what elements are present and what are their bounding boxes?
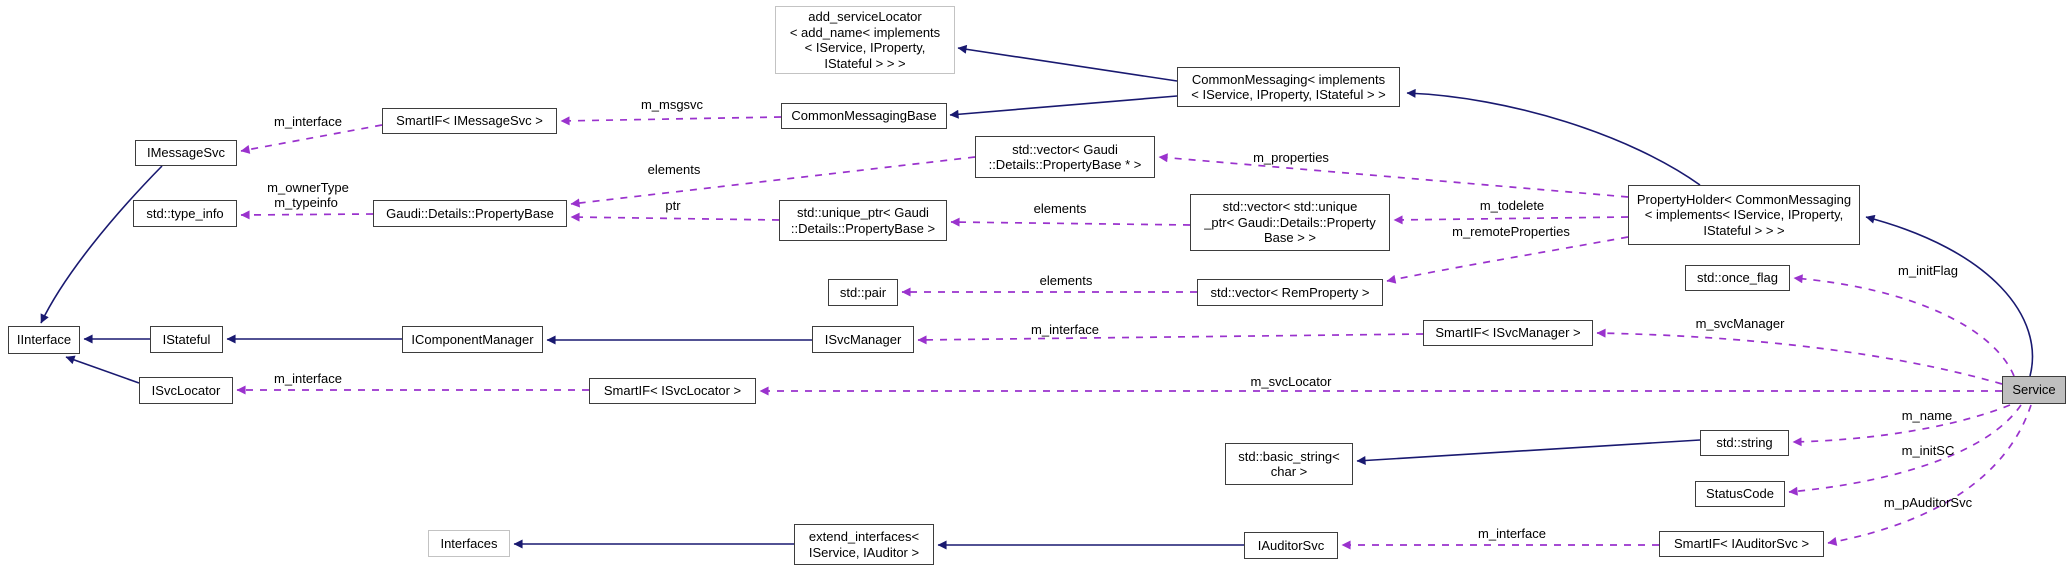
edge-label-elements: elements	[647, 162, 701, 177]
node-smartif_isvcmanager[interactable]: SmartIF< ISvcManager >	[1423, 320, 1593, 346]
node-statuscode[interactable]: StatusCode	[1695, 481, 1785, 507]
node-imessagesvc[interactable]: IMessageSvc	[135, 140, 237, 166]
edge-label-ptr: ptr	[665, 198, 681, 213]
node-vector_unique_ptr[interactable]: std::vector< std::unique _ptr< Gaudi::De…	[1190, 194, 1390, 251]
node-smartif_isvclocator[interactable]: SmartIF< ISvcLocator >	[589, 378, 756, 404]
node-type_info[interactable]: std::type_info	[133, 200, 237, 227]
edge-label-m_interface: m_interface	[274, 114, 342, 129]
edge-vector_unique_ptr-to-unique_ptr	[950, 217, 1191, 227]
node-basic_string[interactable]: std::basic_string< char >	[1225, 443, 1353, 485]
edge-property_holder-to-vector_remproperty	[1386, 236, 1629, 284]
edge-isvclocator-to-iinterface	[65, 355, 140, 384]
edge-label-m_name: m_name	[1901, 408, 1953, 423]
edge-label-m_svcManager: m_svcManager	[1695, 316, 1785, 331]
node-property_base[interactable]: Gaudi::Details::PropertyBase	[373, 200, 567, 227]
node-unique_ptr[interactable]: std::unique_ptr< Gaudi ::Details::Proper…	[779, 200, 947, 241]
edge-label-m_typeinfo: m_typeinfo	[274, 195, 338, 210]
node-extend_interfaces[interactable]: extend_interfaces< IService, IAuditor >	[794, 524, 934, 565]
edge-imessagesvc-to-iinterface	[40, 165, 163, 324]
edge-property_holder-to-common_messaging	[1406, 88, 1701, 186]
node-smartif_imessagesvc[interactable]: SmartIF< IMessageSvc >	[382, 108, 557, 134]
node-vector_remproperty[interactable]: std::vector< RemProperty >	[1197, 279, 1383, 306]
edge-service-to-smartif_isvcmanager	[1596, 328, 2003, 385]
node-smartif_iauditorsvc[interactable]: SmartIF< IAuditorSvc >	[1659, 531, 1824, 557]
node-add_service_locator: add_serviceLocator < add_name< implement…	[775, 6, 955, 74]
node-iauditorsvc[interactable]: IAuditorSvc	[1244, 532, 1338, 559]
node-vector_propertybase_ptr[interactable]: std::vector< Gaudi ::Details::PropertyBa…	[975, 136, 1155, 178]
node-isvcmanager[interactable]: ISvcManager	[812, 326, 914, 353]
node-common_messaging[interactable]: CommonMessaging< implements < IService, …	[1177, 67, 1400, 107]
edge-label-m_interface: m_interface	[1478, 526, 1546, 541]
node-istateful[interactable]: IStateful	[150, 326, 223, 353]
edge-std_string-to-basic_string	[1356, 439, 1701, 465]
node-interfaces: Interfaces	[428, 530, 510, 557]
edge-vector_propertybase_ptr-to-property_base	[570, 156, 976, 208]
edge-label-elements: elements	[1033, 201, 1087, 216]
edge-common_messaging-to-add_service_locator	[957, 44, 1178, 82]
node-icomponentmanager[interactable]: IComponentManager	[402, 326, 543, 353]
edge-label-m_remoteProperties: m_remoteProperties	[1452, 224, 1570, 239]
edge-label-m_initFlag: m_initFlag	[1898, 263, 1958, 278]
edge-label-m_todelete: m_todelete	[1479, 198, 1545, 213]
edge-smartif_imessagesvc-to-imessagesvc	[240, 124, 383, 154]
edge-service-to-std_string	[1792, 404, 2011, 447]
edge-unique_ptr-to-property_base	[570, 212, 780, 222]
edge-label-m_interface: m_interface	[274, 371, 342, 386]
edge-property_base-to-type_info	[240, 210, 374, 220]
node-once_flag[interactable]: std::once_flag	[1685, 265, 1790, 291]
edge-label-m_ownerType: m_ownerType	[267, 180, 349, 195]
node-common_messaging_base[interactable]: CommonMessagingBase	[781, 103, 947, 129]
edge-common_messaging_base-to-smartif_imessagesvc	[560, 116, 782, 126]
edge-common_messaging-to-common_messaging_base	[949, 95, 1178, 119]
edge-label-m_msgsvc: m_msgsvc	[640, 97, 704, 112]
edge-label-elements: elements	[1039, 273, 1093, 288]
node-property_holder[interactable]: PropertyHolder< CommonMessaging < implem…	[1628, 185, 1860, 245]
edge-label-m_interface: m_interface	[1031, 322, 1099, 337]
edge-service-to-once_flag	[1793, 274, 2015, 377]
edge-label-m_initSC: m_initSC	[1901, 443, 1955, 458]
edge-property_holder-to-vector_unique_ptr	[1393, 215, 1629, 225]
node-std_pair[interactable]: std::pair	[828, 279, 898, 306]
edge-smartif_isvcmanager-to-isvcmanager	[917, 333, 1424, 345]
edge-service-to-property_holder	[1865, 214, 2034, 377]
edge-label-m_svcLocator: m_svcLocator	[1250, 374, 1332, 389]
edge-label-m_properties: m_properties	[1253, 150, 1329, 165]
node-iinterface[interactable]: IInterface	[8, 326, 80, 354]
node-std_string[interactable]: std::string	[1700, 430, 1789, 456]
node-service: Service	[2002, 376, 2066, 404]
node-isvclocator[interactable]: ISvcLocator	[139, 377, 233, 404]
edge-service-to-statuscode	[1788, 404, 2022, 496]
edge-service-to-smartif_iauditorsvc	[1827, 404, 2032, 546]
edge-label-m_pAuditorSvc: m_pAuditorSvc	[1883, 495, 1973, 510]
edge-property_holder-to-vector_propertybase_ptr	[1158, 153, 1629, 198]
